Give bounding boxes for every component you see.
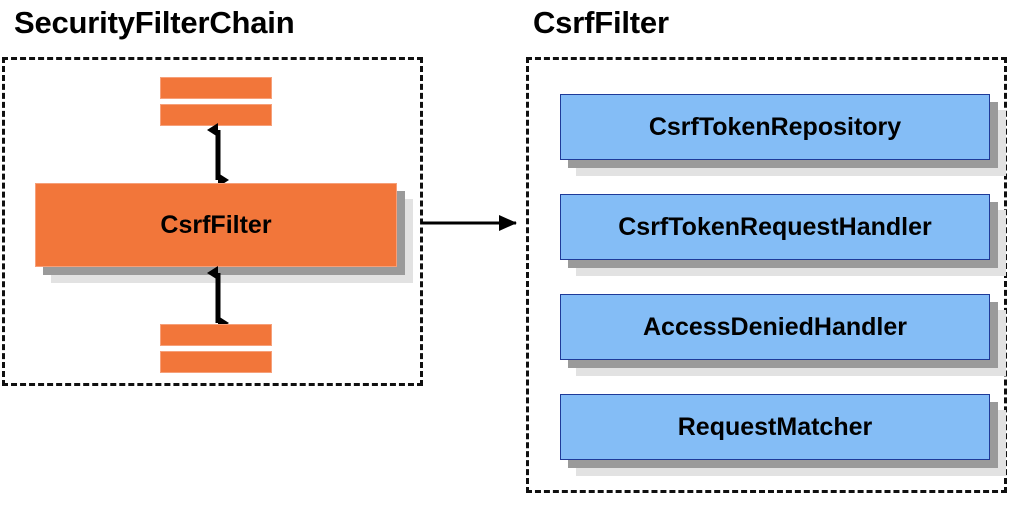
node-access-denied-handler[interactable]: AccessDeniedHandler bbox=[560, 294, 1006, 376]
node-label: CsrfTokenRepository bbox=[648, 112, 902, 141]
node-label: AccessDeniedHandler bbox=[642, 312, 907, 341]
node-face: AccessDeniedHandler bbox=[560, 294, 990, 360]
node-request-matcher[interactable]: RequestMatcher bbox=[560, 394, 1006, 476]
node-face: CsrfFilter bbox=[35, 183, 397, 267]
connector-arrow-right bbox=[421, 215, 517, 231]
panel-title-csrf-filter: CsrfFilter bbox=[533, 5, 669, 40]
filter-stub-below-2 bbox=[160, 351, 272, 373]
node-label: CsrfFilter bbox=[160, 210, 272, 239]
node-csrf-filter[interactable]: CsrfFilter bbox=[35, 183, 413, 283]
node-face: CsrfTokenRequestHandler bbox=[560, 194, 990, 260]
node-label: CsrfTokenRequestHandler bbox=[618, 212, 932, 241]
panel-title-security-filter-chain: SecurityFilterChain bbox=[14, 5, 295, 40]
filter-stub-below-1 bbox=[160, 324, 272, 346]
node-face: CsrfTokenRepository bbox=[560, 94, 990, 160]
node-csrf-token-request-handler[interactable]: CsrfTokenRequestHandler bbox=[560, 194, 1006, 276]
node-label: RequestMatcher bbox=[677, 412, 873, 441]
node-face: RequestMatcher bbox=[560, 394, 990, 460]
arrow-chain-below bbox=[207, 266, 229, 330]
filter-stub-above-2 bbox=[160, 104, 272, 126]
arrow-chain-above bbox=[207, 123, 229, 187]
node-csrf-token-repository[interactable]: CsrfTokenRepository bbox=[560, 94, 1006, 176]
filter-stub-above-1 bbox=[160, 77, 272, 99]
